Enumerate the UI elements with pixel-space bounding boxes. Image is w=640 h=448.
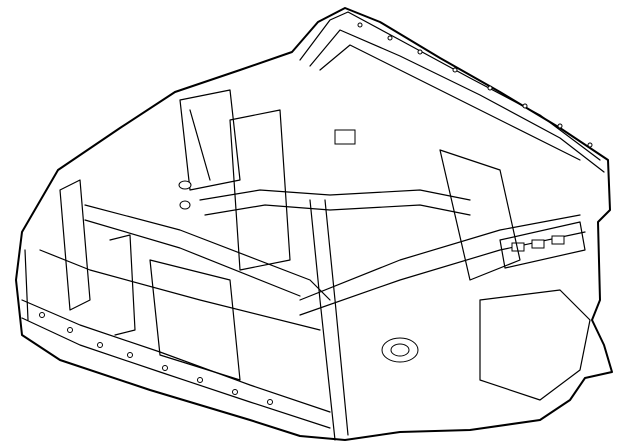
left-front-frame-rail <box>59 179 331 336</box>
cowl-bolt-holes <box>357 22 593 148</box>
right-front-frame-rail <box>299 214 586 316</box>
cowl-top-panel <box>299 11 605 173</box>
radiator-support <box>24 249 273 405</box>
cross-member <box>199 109 471 441</box>
outer-outline <box>15 7 613 441</box>
left-apron <box>178 89 241 210</box>
right-apron-strut-tower <box>334 129 591 401</box>
